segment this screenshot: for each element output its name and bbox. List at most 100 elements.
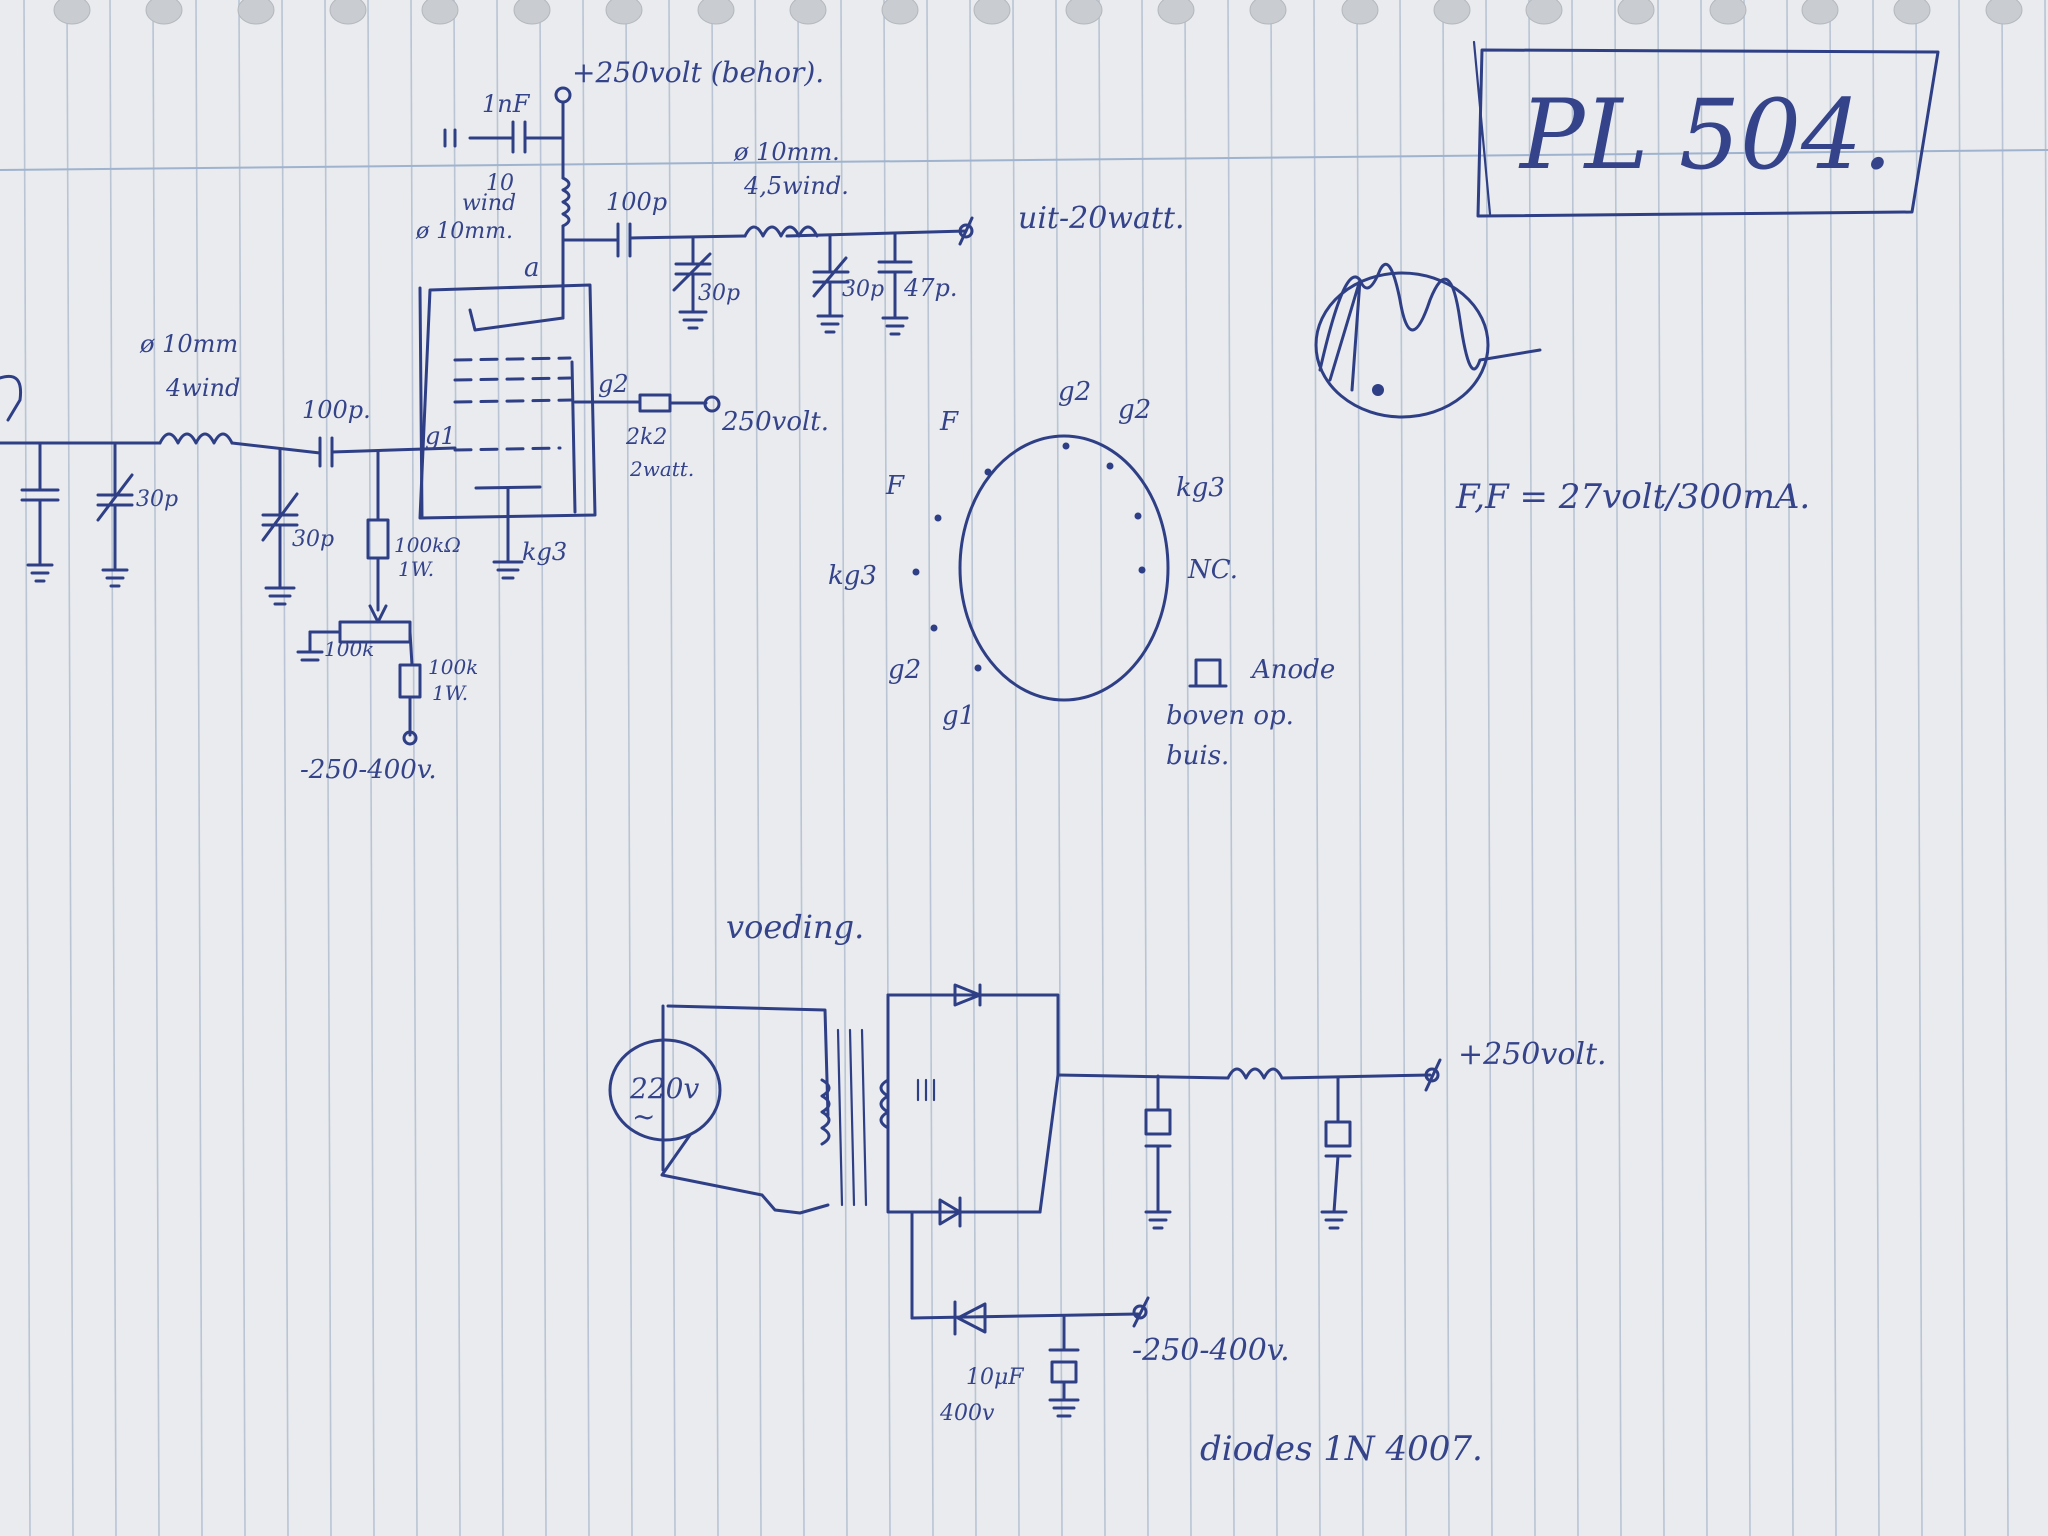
ruled-line	[152, 0, 160, 1536]
title-box: PL 504.	[1472, 40, 1940, 218]
positive-output-label: +250volt.	[1458, 1037, 1607, 1072]
pinout-labels: g2 g2 kg3 NC. F F kg3 g2 g1 Anode boven …	[828, 377, 1810, 771]
power-supply-heading: voeding.	[726, 908, 864, 946]
anode-choke-label-3: ø 10mm.	[415, 219, 513, 244]
pin-label-g2-bottom: g2	[888, 655, 921, 685]
pin-label-g2-top: g2	[1058, 377, 1091, 407]
neg-cap-label-1: 10μF	[966, 1365, 1024, 1390]
ruled-line	[23, 0, 31, 1536]
ruled-lines	[23, 0, 2048, 1536]
bias-pot-label: 100k	[324, 637, 374, 661]
ruled-line	[1528, 0, 1536, 1536]
tube-amplifier-schematic	[0, 86, 974, 746]
ruled-line	[1098, 0, 1106, 1536]
ruled-line	[1184, 0, 1192, 1536]
binder-hole	[697, 0, 735, 25]
ruled-line	[754, 0, 762, 1536]
binder-hole	[421, 0, 459, 25]
pin-label-kg3-right: kg3	[1176, 473, 1225, 503]
out-cap-label: 47p.	[903, 274, 958, 302]
tube-circuit-labels: +250volt (behor). 1nF 10 wind ø 10mm. 10…	[136, 56, 1185, 785]
supply-top-label: +250volt (behor).	[572, 56, 824, 89]
margin-line	[0, 149, 2048, 171]
binder-hole	[973, 0, 1011, 25]
pin-label-kg3-left: kg3	[828, 561, 877, 591]
ruled-line	[1829, 0, 1837, 1536]
ruled-line	[1442, 0, 1450, 1536]
ruled-line	[797, 0, 805, 1536]
ruled-line	[109, 0, 117, 1536]
anode-note-line-1: Anode	[1250, 655, 1335, 685]
binder-hole	[1525, 0, 1563, 25]
anode-choke-label-1: 10	[486, 171, 514, 196]
ruled-line	[195, 0, 203, 1536]
pin-label-f-top: F	[939, 407, 959, 437]
ruled-line	[1700, 0, 1708, 1536]
input-coil-label-2: 4wind	[165, 374, 240, 402]
neg-cap-label-2: 400v	[939, 1401, 995, 1426]
binder-holes	[53, 0, 2023, 25]
grid-resistor-label-1: 100kΩ	[394, 533, 461, 557]
ruled-line	[1958, 0, 1966, 1536]
anode-pin-label: a	[524, 253, 540, 283]
ruled-line	[238, 0, 246, 1536]
binder-hole	[1617, 0, 1655, 25]
coupling-cap-out-label: 100p	[606, 188, 667, 216]
decoupling-cap-label: 1nF	[482, 90, 531, 118]
filament-note: F,F = 27volt/300mA.	[1455, 477, 1810, 517]
cathode-pin-label: kg3	[522, 538, 567, 566]
mains-voltage-label: 220v	[629, 1072, 699, 1105]
ruled-line	[1141, 0, 1149, 1536]
ruled-line	[1055, 0, 1063, 1536]
grid2-pin-label: g2	[598, 370, 629, 398]
ruled-line	[410, 0, 418, 1536]
bias-resistor-label-1: 100k	[428, 655, 478, 679]
ruled-line	[539, 0, 547, 1536]
ruled-line	[582, 0, 590, 1536]
power-supply-labels: voeding. 220v ~ +250volt. -250-400v. 10μ…	[629, 908, 1607, 1469]
binder-hole	[1249, 0, 1287, 25]
grid1-pin-label: g1	[425, 422, 456, 450]
ruled-line	[1313, 0, 1321, 1536]
anode-note-line-3: buis.	[1166, 741, 1229, 771]
diodes-note: diodes 1N 4007.	[1200, 1429, 1483, 1469]
ruled-line	[840, 0, 848, 1536]
out-coil-label-2: 4,5wind.	[743, 172, 849, 200]
ruled-line	[1399, 0, 1407, 1536]
ruled-line	[711, 0, 719, 1536]
ruled-line	[324, 0, 332, 1536]
negative-output-label: -250-400v.	[1132, 1333, 1290, 1368]
anode-choke-label-2: wind	[462, 191, 516, 216]
ruled-line	[281, 0, 289, 1536]
ruled-line	[668, 0, 676, 1536]
ruled-line	[1915, 0, 1923, 1536]
binder-hole	[789, 0, 827, 25]
ruled-line	[1227, 0, 1235, 1536]
input-trimmer-2-label: 30p	[292, 527, 334, 552]
out-trimmer-2-label: 30p	[842, 277, 884, 302]
power-supply-schematic	[608, 983, 1442, 1418]
binder-hole	[513, 0, 551, 25]
ruled-line	[883, 0, 891, 1536]
binder-hole	[1893, 0, 1931, 25]
binder-hole	[237, 0, 275, 25]
grid-resistor-label-2: 1W.	[398, 557, 434, 581]
ruled-line	[2044, 0, 2048, 973]
signature-scribble	[1314, 262, 1542, 419]
ruled-line	[1012, 0, 1020, 1536]
pin-label-g1: g1	[942, 701, 975, 731]
ruled-line	[1356, 0, 1364, 1536]
bias-supply-label: -250-400v.	[300, 755, 437, 785]
ruled-line	[496, 0, 504, 1536]
ruled-line	[1786, 0, 1794, 1536]
ruled-line	[926, 0, 934, 1536]
screen-resistor-label-2: 2watt.	[629, 457, 694, 481]
anode-note-line-2: boven op.	[1166, 701, 1294, 731]
ruled-line	[1571, 0, 1579, 1536]
binder-hole	[145, 0, 183, 25]
binder-hole	[1985, 0, 2023, 25]
ruled-line	[367, 0, 375, 1536]
binder-hole	[53, 0, 91, 25]
